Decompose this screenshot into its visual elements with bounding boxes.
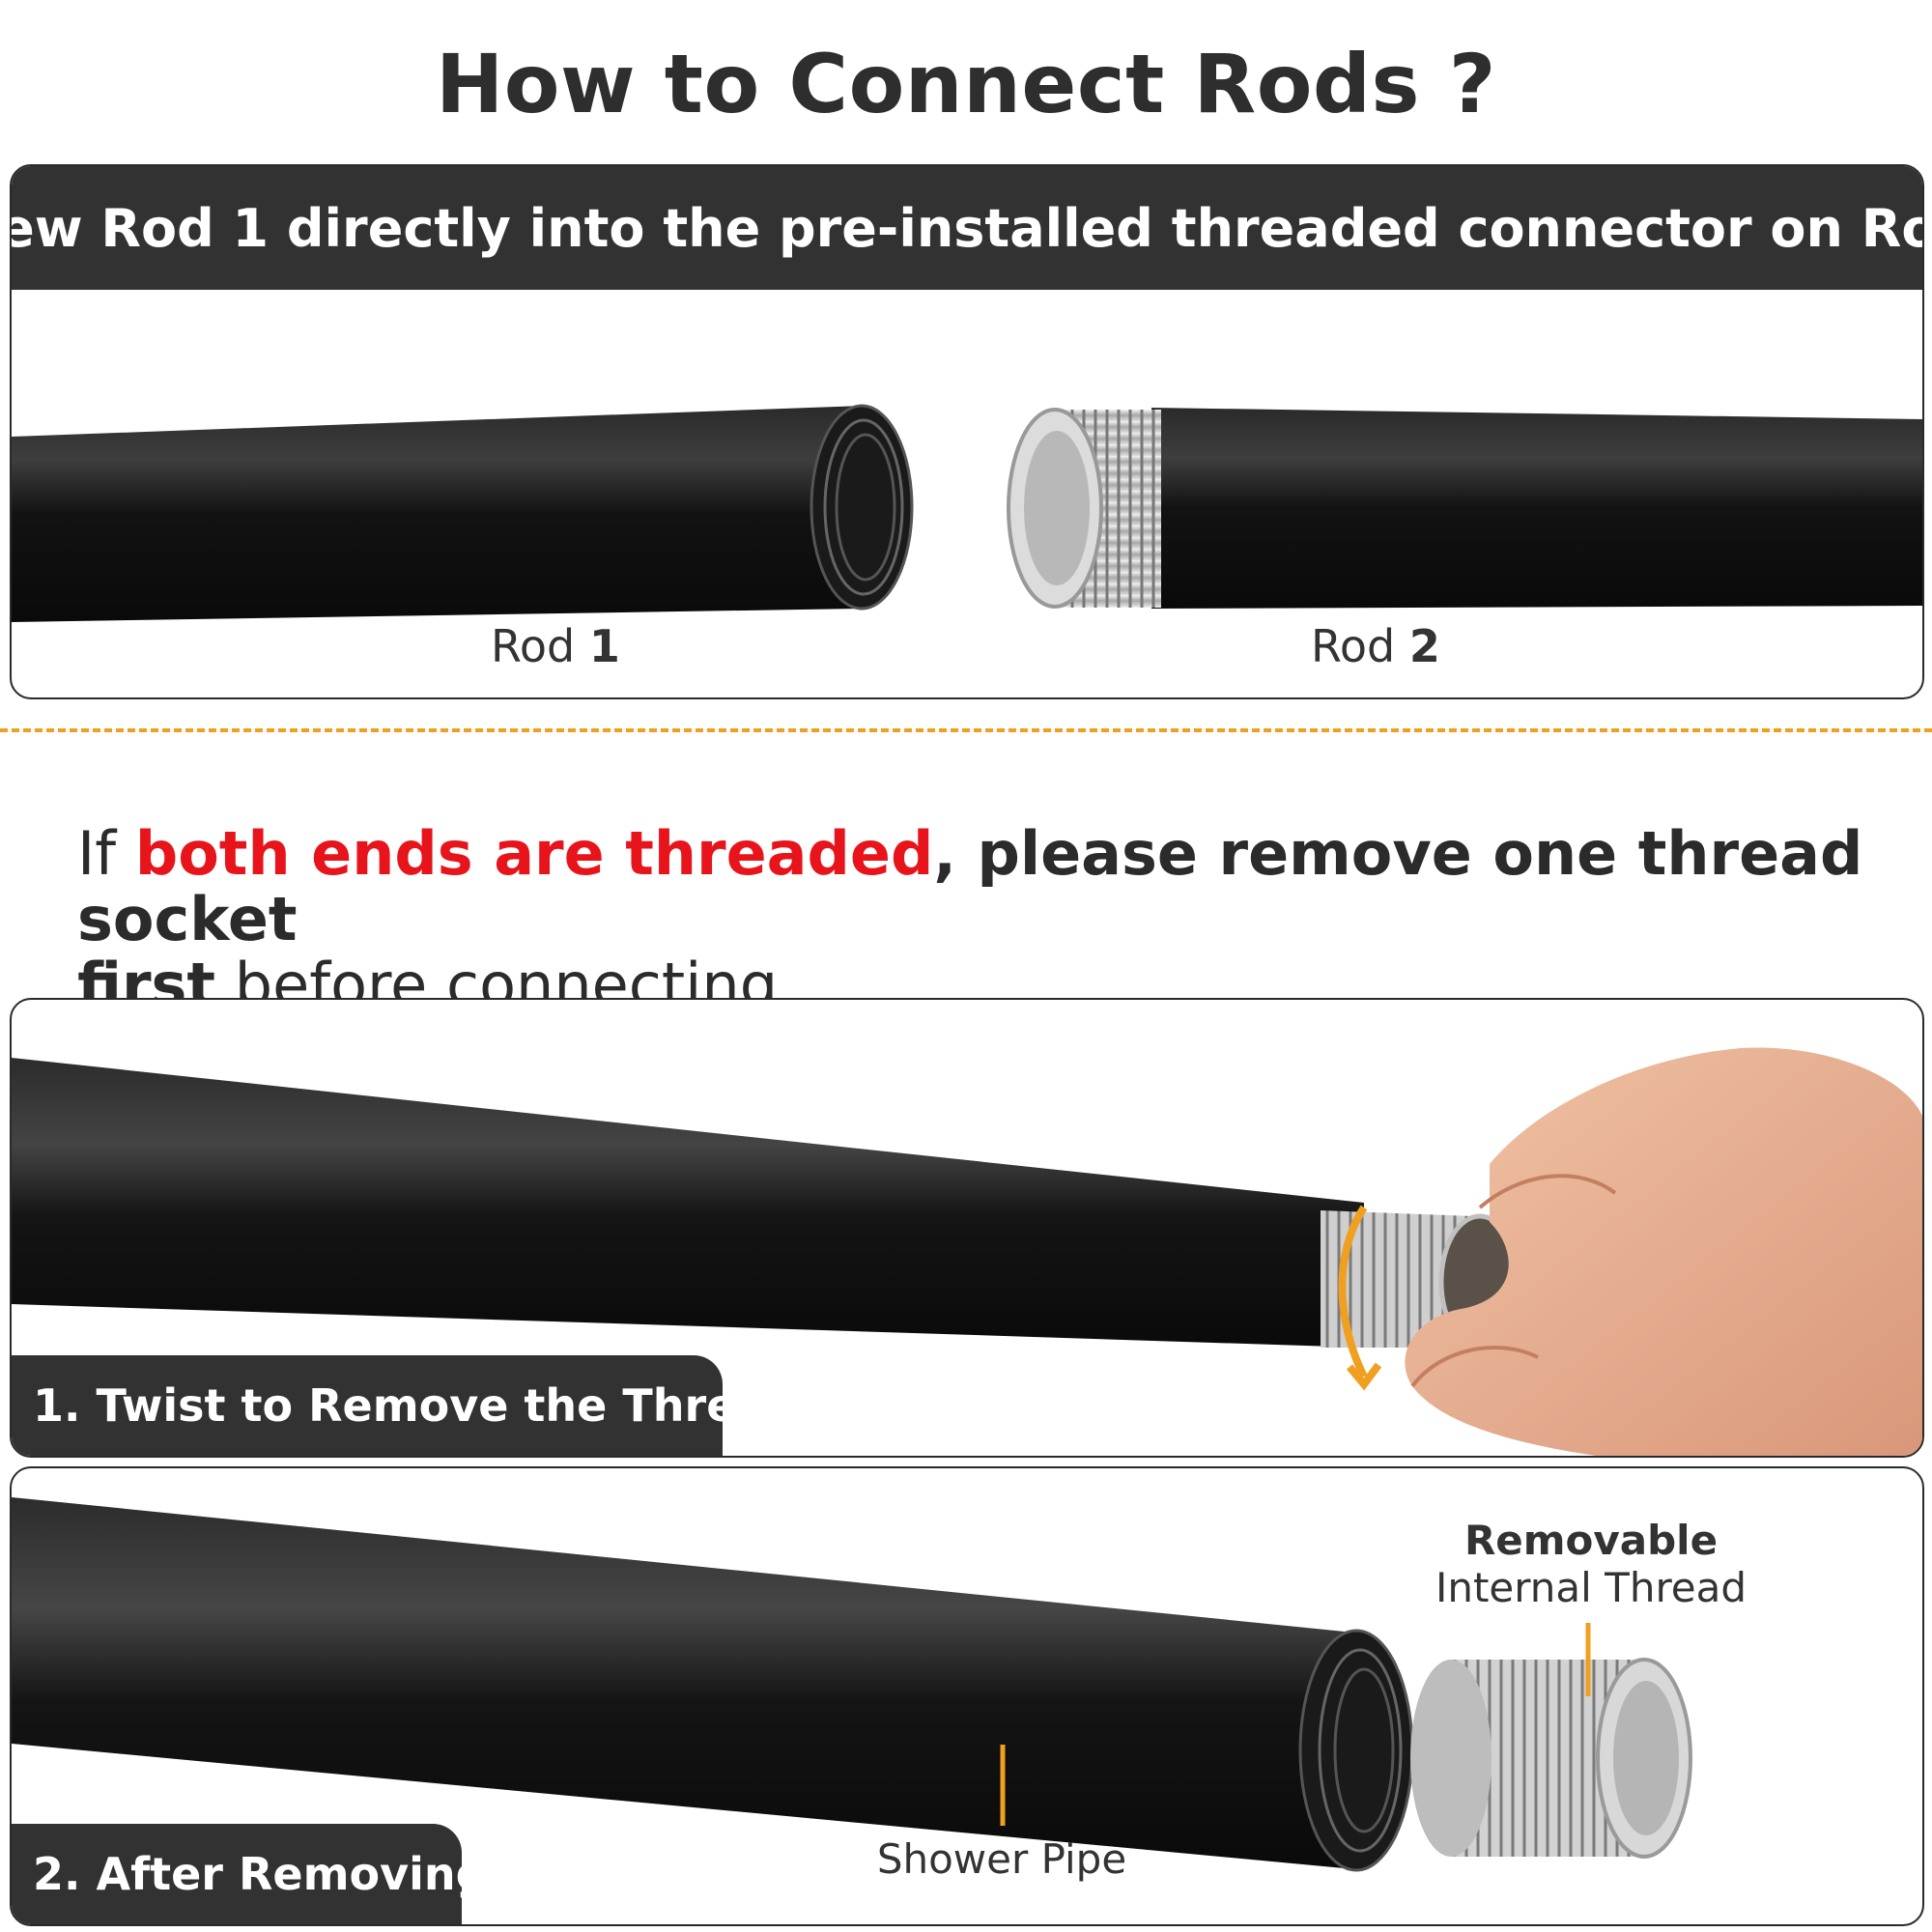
twist-step-panel: 1. Twist to Remove the Thread	[10, 998, 1924, 1458]
page-title: How to Connect Rods ?	[435, 37, 1497, 131]
shower-pipe-rod	[12, 1058, 1364, 1348]
rod-2	[1007, 408, 1922, 609]
twist-illustration	[12, 1047, 1922, 1456]
step-1-label: 1. Twist to Remove the Thread	[12, 1355, 798, 1456]
rod-1	[12, 404, 914, 622]
thread-callout-text: Internal Thread	[1435, 1564, 1747, 1611]
note-middle: , please remove one thread socket	[77, 818, 1863, 954]
threaded-ends-note: If both ends are threaded, please remove…	[77, 821, 1893, 1018]
note-highlight: both ends are threaded	[134, 818, 934, 889]
after-removing-panel: Removable Internal Thread Shower Pipe 2.…	[10, 1466, 1924, 1926]
rods-illustration	[12, 404, 1922, 622]
note-prefix: If	[77, 818, 135, 889]
rod-1-label: Rod 1	[491, 620, 620, 672]
shower-pipe	[12, 1497, 1414, 1872]
shower-pipe-label: Shower Pipe	[876, 1835, 1127, 1883]
hand-image	[1405, 1047, 1922, 1456]
connect-instruction: Screw Rod 1 directly into the pre-instal…	[12, 166, 1922, 290]
thread-callout-bold: Removable	[1463, 1517, 1719, 1564]
twist-arrow-icon	[1338, 1205, 1368, 1378]
connect-panel: Screw Rod 1 directly into the pre-instal…	[10, 164, 1924, 699]
rod-1-name: Rod	[491, 620, 576, 672]
step-2-label: 2. After Removing	[12, 1824, 488, 1924]
rod-1-number: 1	[588, 620, 620, 672]
removable-internal-thread	[1410, 1658, 1692, 1859]
twist-arrow-head-icon	[1346, 1362, 1382, 1391]
thread-callout: Removable Internal Thread	[1403, 1517, 1779, 1611]
rod-2-name: Rod	[1311, 620, 1396, 672]
section-divider	[0, 728, 1932, 732]
after-removing-illustration	[12, 1497, 1692, 1872]
rod-2-label: Rod 2	[1311, 620, 1440, 672]
rod-2-number: 2	[1408, 620, 1440, 672]
